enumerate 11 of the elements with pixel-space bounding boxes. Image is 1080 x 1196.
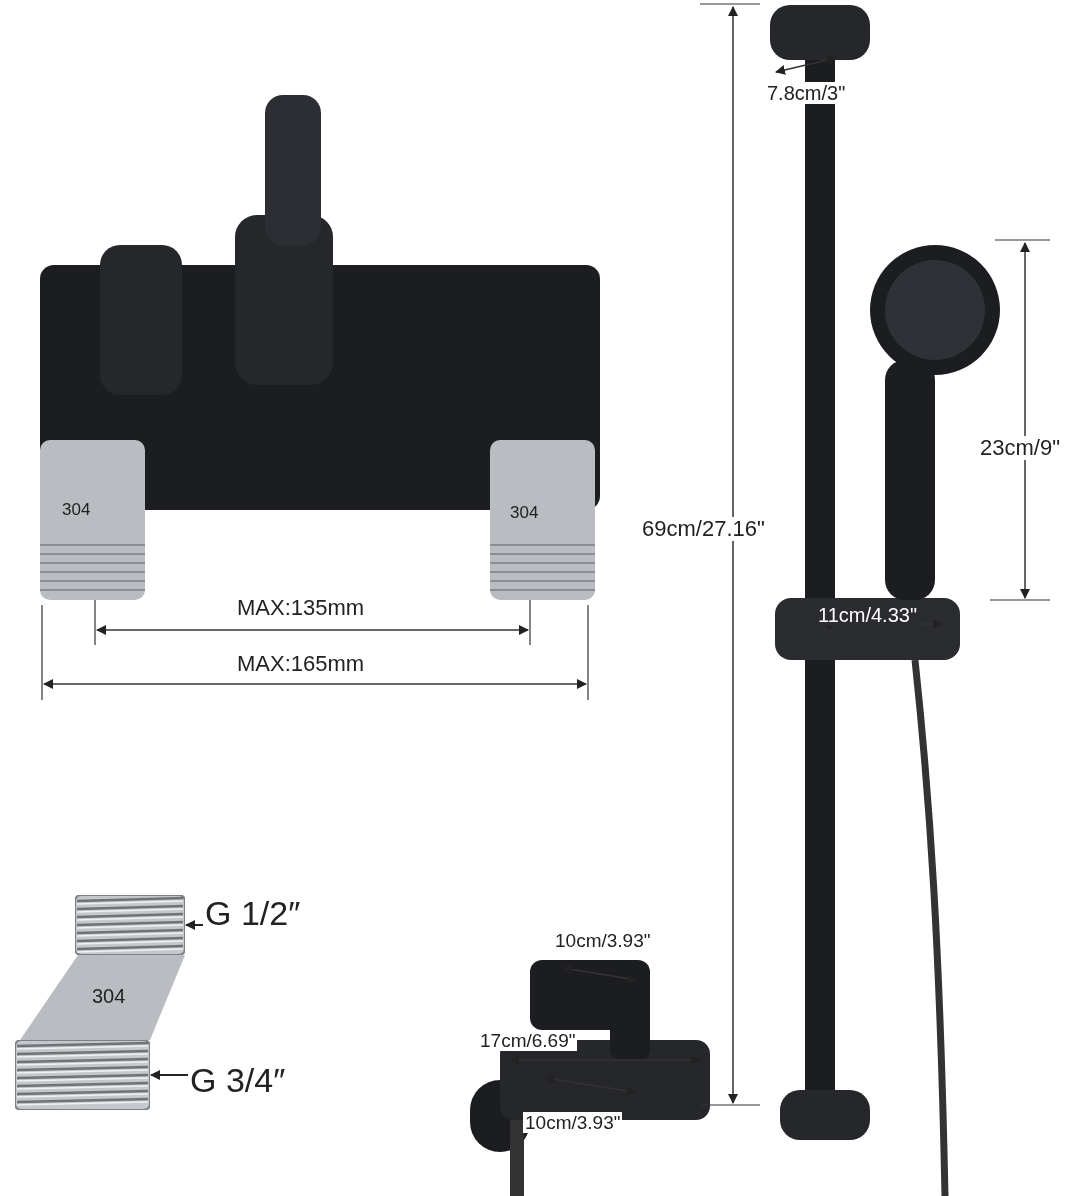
dimension-label: 23cm/9" bbox=[978, 436, 1062, 460]
thread-size-label: G 3/4″ bbox=[190, 1060, 330, 1100]
dimension-label: 69cm/27.16" bbox=[640, 517, 767, 541]
thread-size-label: G 1/2″ bbox=[205, 893, 335, 933]
leader-line bbox=[150, 1070, 189, 1080]
dimension-label: 7.8cm/3" bbox=[765, 82, 848, 104]
thread-drawing bbox=[75, 895, 185, 955]
leader-line bbox=[185, 920, 204, 930]
dimension-label: 11cm/4.33" bbox=[816, 604, 919, 626]
dimension-label: 10cm/3.93" bbox=[523, 1112, 623, 1133]
thread-drawing bbox=[15, 1040, 150, 1110]
